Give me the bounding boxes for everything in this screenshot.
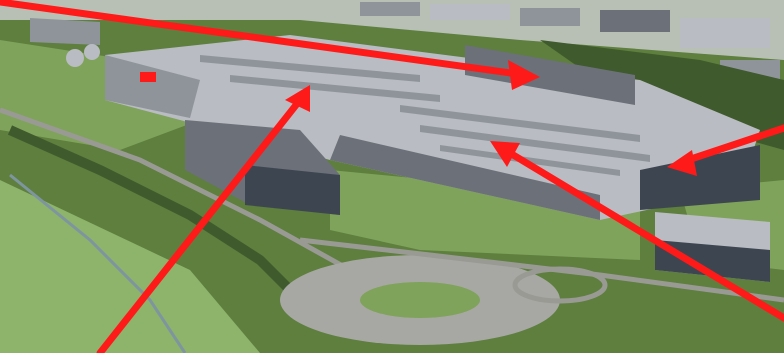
- tree-line: [7, 125, 304, 304]
- access-road: [299, 237, 784, 303]
- roof-equipment: [200, 55, 650, 176]
- right-office-facade: [655, 240, 770, 282]
- arrow-right-lower: [490, 141, 784, 322]
- parking-island: [360, 282, 480, 318]
- factory-east-block: [640, 145, 760, 210]
- arrow-bottom-left: [96, 85, 310, 353]
- distant-town: [0, 0, 784, 60]
- upper-left-field: [0, 40, 200, 150]
- silo-tank: [66, 49, 84, 67]
- office-glass: [245, 165, 340, 215]
- factory-west-wing: [105, 55, 200, 118]
- canal: [9, 173, 187, 353]
- factory-tall-block: [465, 45, 635, 105]
- logo-sign: [140, 72, 156, 82]
- left-field: [0, 180, 260, 353]
- silo-tank-2: [84, 44, 100, 60]
- silo-building: [30, 18, 100, 45]
- factory-south-facade: [330, 135, 600, 220]
- arrow-top-left: [0, 0, 540, 90]
- arrow-right-upper: [667, 124, 784, 176]
